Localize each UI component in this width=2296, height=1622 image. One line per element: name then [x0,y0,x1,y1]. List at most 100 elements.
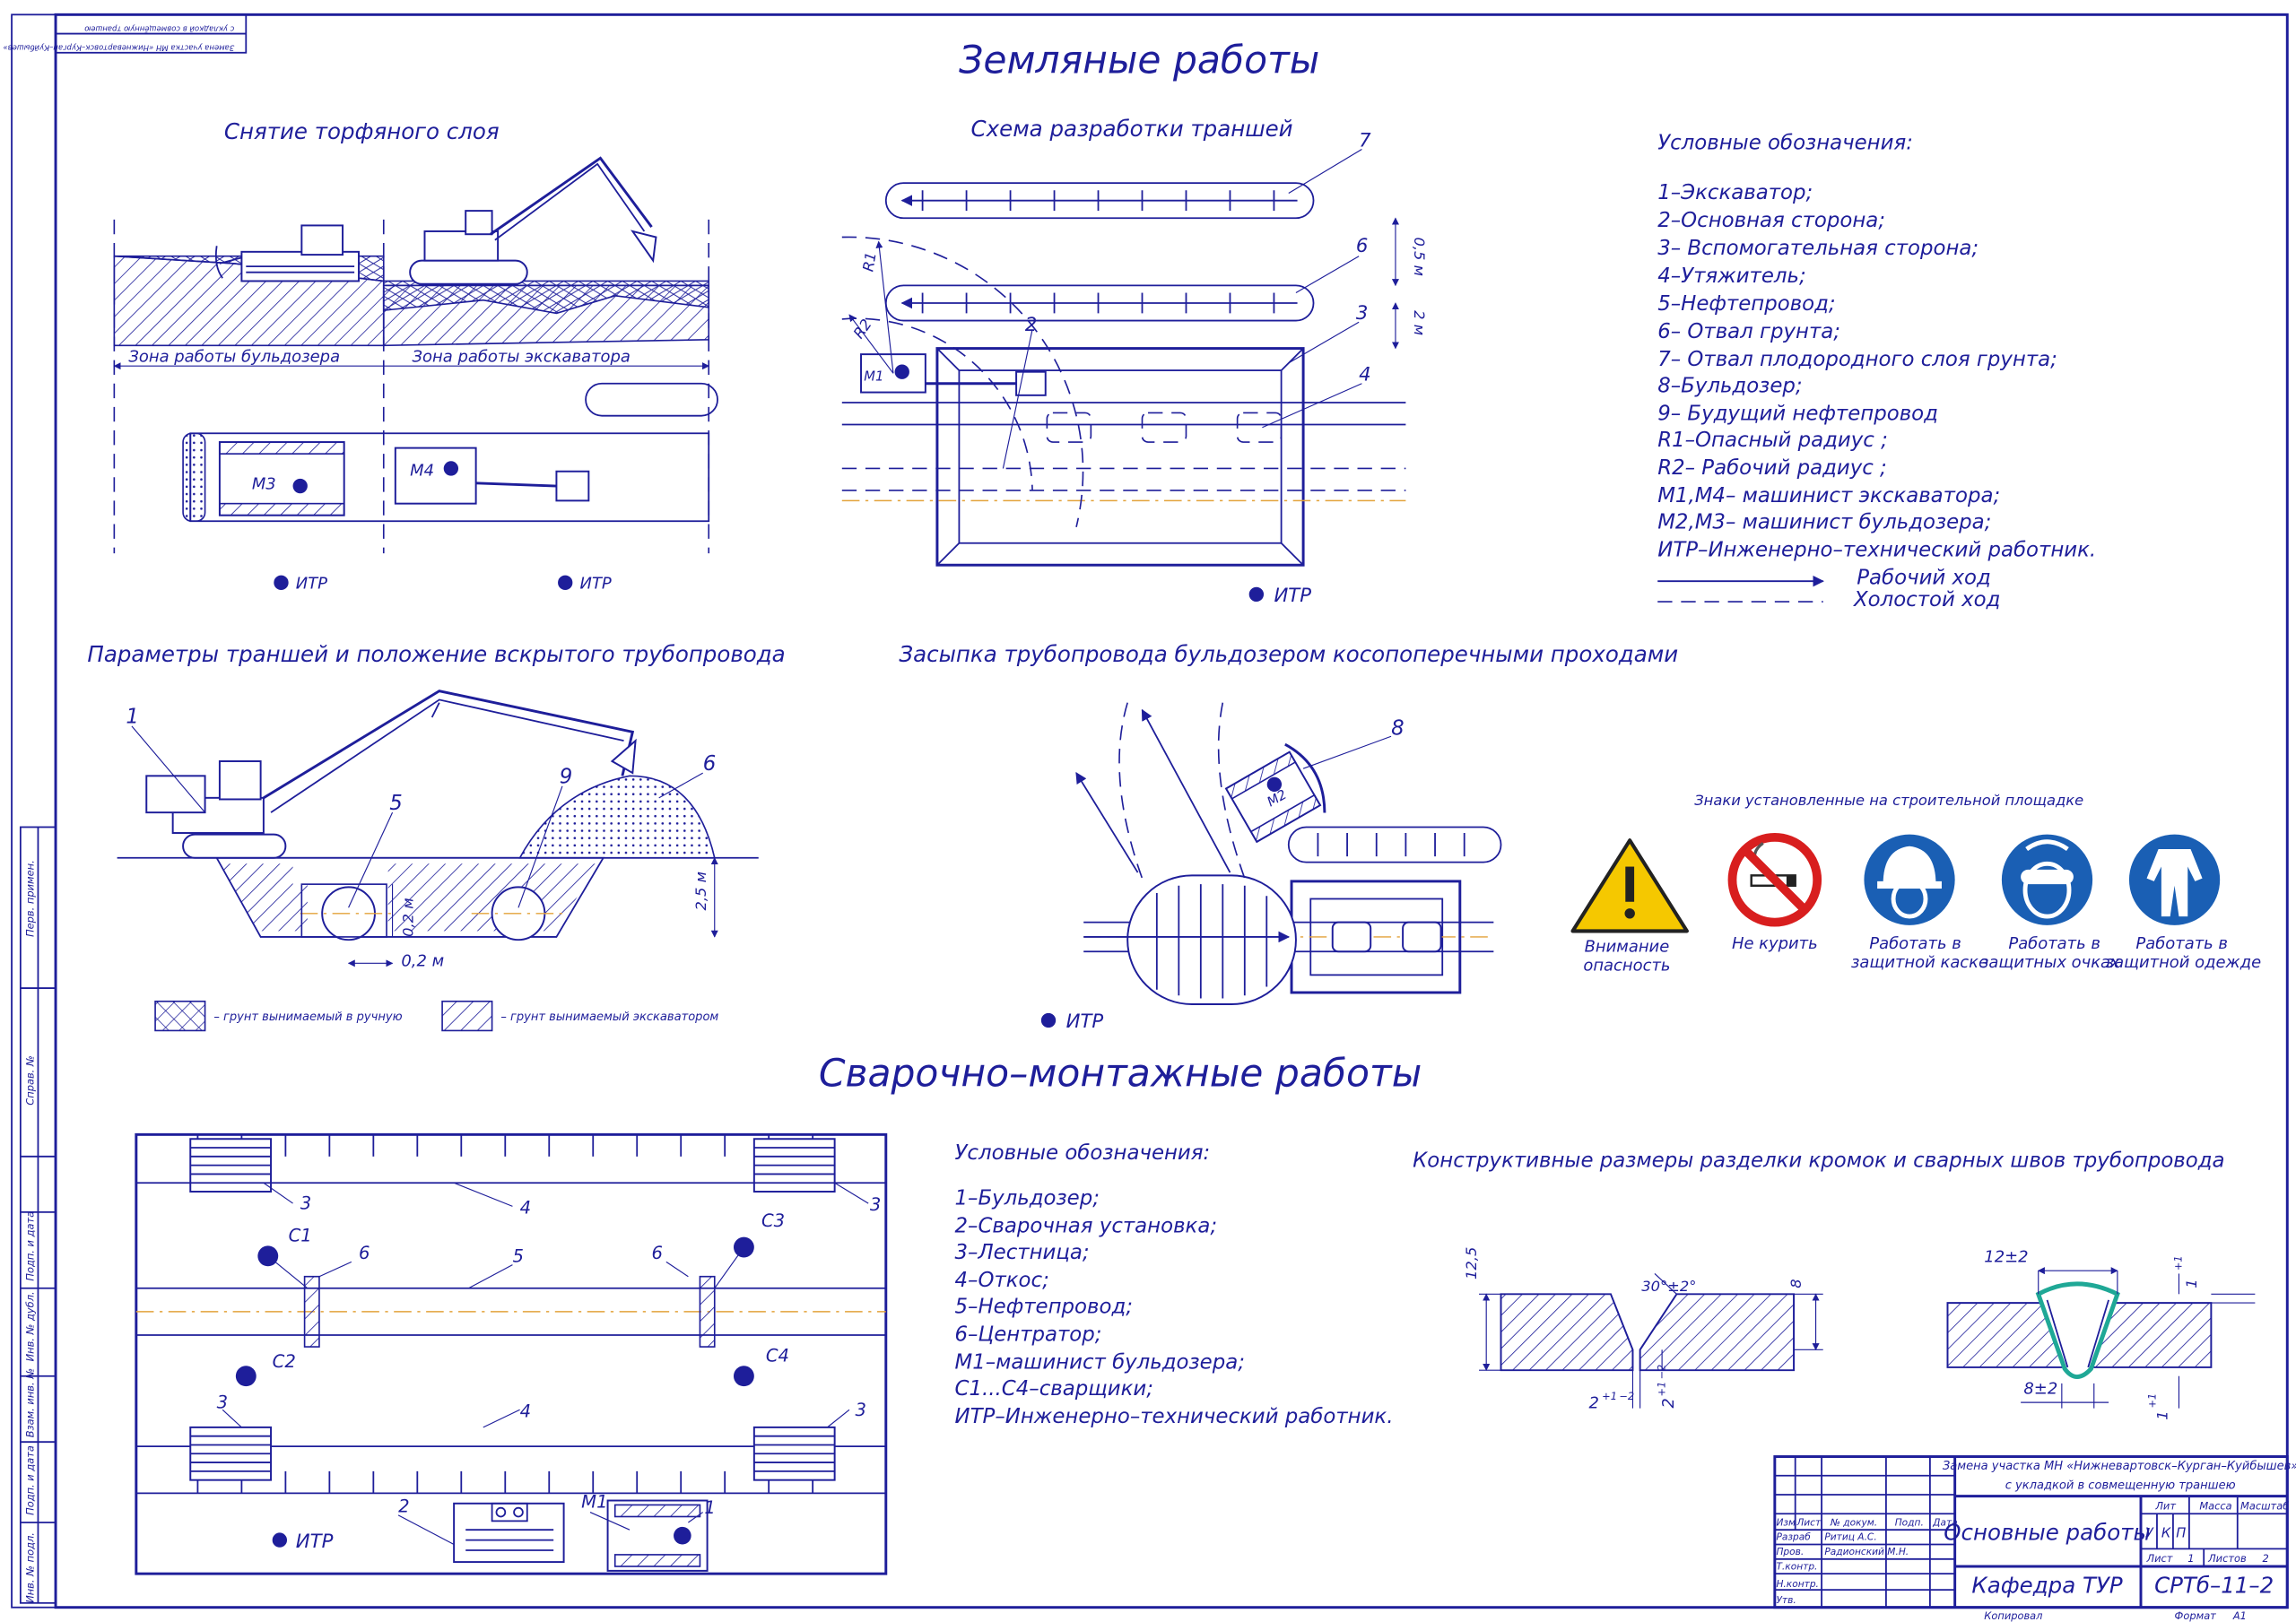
tb-col-doc: № докум. [1830,1516,1877,1528]
dim-02b: 0,2 м [401,952,444,971]
dim-w8: 8±2 [2023,1379,2057,1398]
m1-label: М1 [581,1492,607,1513]
m4-label: М4 [410,462,434,481]
sign-label: защитных очках [1980,953,2120,972]
itr-icon [274,575,289,590]
callout-6: 6 [703,752,717,776]
tb-project2: с укладкой в совмещенную траншею [2005,1479,2236,1492]
ladder [752,1426,836,1481]
callout-3: 3 [300,1193,311,1214]
dim-h1b-tol: +1 [2145,1393,2158,1409]
tb-col-date: Дата [1932,1516,1957,1528]
tb-col-sign: Подп. [1895,1516,1924,1528]
legend-item: С1...С4–сварщики; [955,1377,1153,1401]
sheet-title: Земляные работы [959,39,1319,83]
legend-item: М2,М3– машинист бульдозера; [1657,510,1991,533]
sign-label: опасность [1583,956,1670,975]
tb-massa: Масса [2199,1499,2231,1512]
excavator-params [145,690,637,859]
tb-lit: Лит [2154,1499,2176,1512]
callout-4: 4 [1359,364,1371,386]
sign-label: Внимание [1585,937,1670,956]
m1-label: М1 [864,369,883,385]
ladder [189,1138,273,1193]
bulldozer-side [214,224,360,282]
callout-9: 9 [560,765,573,788]
callout-3: 3 [855,1400,865,1420]
itr-label: ИТР [296,1531,334,1553]
legend-item: 8–Бульдозер; [1657,375,1802,398]
dim-angle: 30°±2° [1641,1278,1696,1295]
legend-item: М1,М4– машинист экскаватора; [1657,484,2000,507]
top-stamp-line1: Замена участка МН «Нижневартовск–Курган–… [3,43,234,52]
trench-params-title: Параметры траншей и положение вскрытого … [87,641,785,667]
legend-earthwork: Условные обозначения: 1–Экскаватор; 2–Ос… [1657,132,2096,612]
tb-sheet-label: Лист [2146,1552,2173,1565]
dim-2: 2 м [1411,310,1428,335]
side-strip-label: Перв. примен. [24,860,37,937]
legend-welding: Условные обозначения: 1–Бульдозер; 2–Сва… [955,1141,1394,1428]
tb-project: Замена участка МН «Нижневартовск–Курган–… [1943,1460,2296,1473]
c3-label: С3 [761,1210,785,1231]
top-stamp: Замена участка МН «Нижневартовск–Курган–… [3,13,248,54]
side-strip: Перв. примен. Справ. № Подп. и дата Инв.… [19,826,57,1604]
itr-label: ИТР [1274,585,1311,607]
legend-item: 1–Экскаватор; [1657,181,1813,204]
trench-scheme-diagram: Схема разработки траншей [841,116,1428,607]
callout-7: 7 [1359,129,1371,152]
welder-icon [733,1366,754,1387]
side-strip-label: Подп. и дата [24,1211,37,1281]
tb-lit1: У [2145,1525,2154,1540]
dim-h1b: 1 [2153,1410,2170,1419]
weld-edge-diagram: Конструктивные размеры разделки кромок и… [1413,1149,2256,1420]
tb-sheets-label: Листов [2207,1552,2247,1565]
legend-item: 5–Нефтепровод; [1657,292,1835,316]
goggles-icon [2001,834,2093,925]
hatch-manual-label: – грунт вынимаемый в ручную [213,1010,402,1024]
dim-gap-tol: +1 −2 [1602,1390,1634,1402]
legend-title: Условные обозначения: [1657,132,1913,155]
tb-name: Радионский М.Н. [1824,1546,1909,1557]
operator-icon [1266,776,1283,792]
sign-label: защитной одежде [2106,953,2262,972]
tb-lit3: П [2176,1525,2186,1540]
dim-gap: 2 [1588,1394,1598,1413]
legend-item: 3– Вспомогательная сторона; [1657,237,1979,260]
side-strip-label: Инв. № дубл. [24,1291,37,1361]
itr-icon [1248,586,1265,603]
legend-item: 5–Нефтепровод; [955,1296,1133,1319]
work-move-label: Рабочий ход [1857,566,1991,589]
tb-role: Пров. [1776,1546,1804,1557]
top-stamp-line2: с укладкой в совмещённую траншею [84,23,234,32]
itr-label: ИТР [296,574,327,593]
welder-icon [235,1366,257,1387]
callout-2: 2 [1025,314,1038,336]
itr-label: ИТР [1066,1010,1104,1033]
callout-5: 5 [389,792,403,815]
itr-label: ИТР [580,574,612,593]
warning-icon [1570,838,1689,933]
legend-item: 3–Лестница; [955,1241,1090,1264]
c1-label: С1 [289,1226,312,1246]
backfill-diagram: Засыпка трубопровода бульдозером косопоп… [899,641,1678,1033]
callout-1: 1 [704,1497,715,1518]
helmet-icon [1864,834,1955,925]
callout-2: 2 [398,1496,409,1517]
backfill-title: Засыпка трубопровода бульдозером косопоп… [899,641,1678,667]
m3-label: М3 [252,474,276,493]
c2-label: С2 [273,1351,296,1372]
trench-scheme-title: Схема разработки траншей [971,116,1293,142]
zone-excavator-label: Зона работы экскаватора [413,347,631,366]
tb-sheets-total: 2 [2263,1552,2269,1565]
ladder [752,1138,836,1193]
welding-title: Сварочно–монтажные работы [819,1052,1422,1096]
tb-col-izm: Изм [1776,1516,1796,1528]
tb-org: Кафедра ТУР [1971,1572,2123,1598]
legend-item: R2– Рабочий радиус ; [1657,456,1887,480]
idle-move-label: Холостой ход [1853,588,2000,612]
dim-8: 8 [1787,1279,1805,1288]
bulldozer-backfill: М2 [1224,742,1326,844]
legend-item: 6– Отвал грунта; [1657,320,1840,343]
legend-item: 7– Отвал плодородного слоя грунта; [1657,348,2057,371]
tb-role: Разраб [1776,1531,1811,1543]
